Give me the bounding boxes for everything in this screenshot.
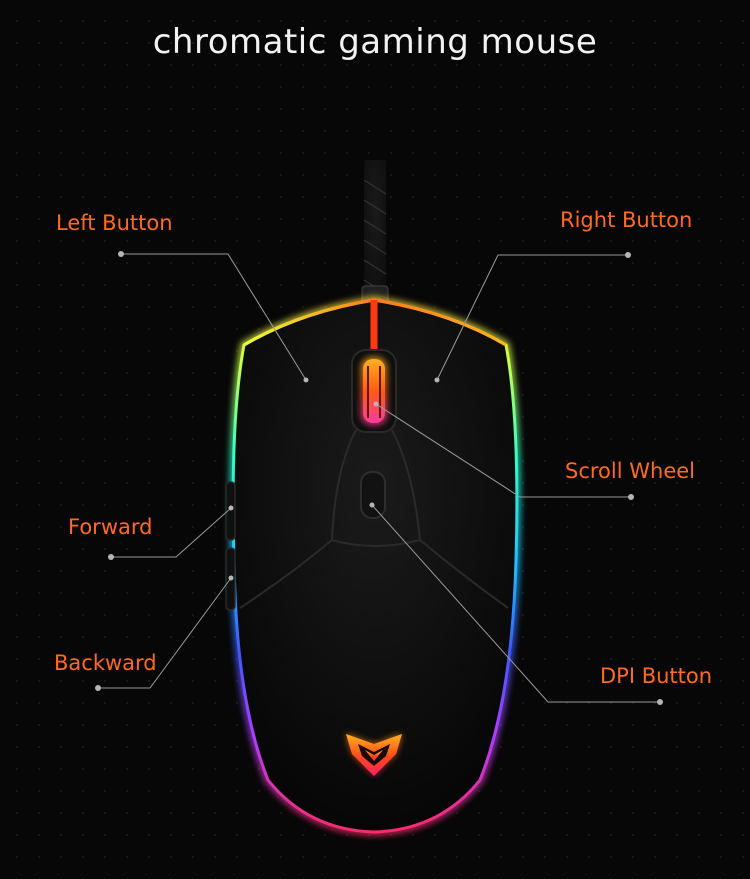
backward-label: Backward (54, 651, 157, 675)
dpi-button-label: DPI Button (600, 664, 713, 688)
right-button-label: Right Button (560, 208, 693, 232)
page-title: chromatic gaming mouse (152, 22, 598, 62)
leader-dpi-button (371, 504, 660, 703)
dpi-button (360, 471, 386, 519)
leader-left-button (121, 253, 307, 381)
leader-backward (98, 577, 232, 689)
leader-right-button (436, 254, 628, 381)
leader-forward (111, 507, 232, 558)
forward-label: Forward (68, 515, 153, 539)
scroll-wheel-label: Scroll Wheel (565, 459, 695, 483)
mouse-cable (361, 160, 389, 308)
panel-lines (239, 429, 509, 609)
meetion-logo (346, 734, 402, 776)
left-button-label: Left Button (56, 211, 173, 235)
scroll-wheel (351, 349, 397, 433)
leader-lines (98, 253, 660, 703)
leader-scroll-wheel (375, 403, 631, 498)
leader-dots (95, 251, 663, 705)
